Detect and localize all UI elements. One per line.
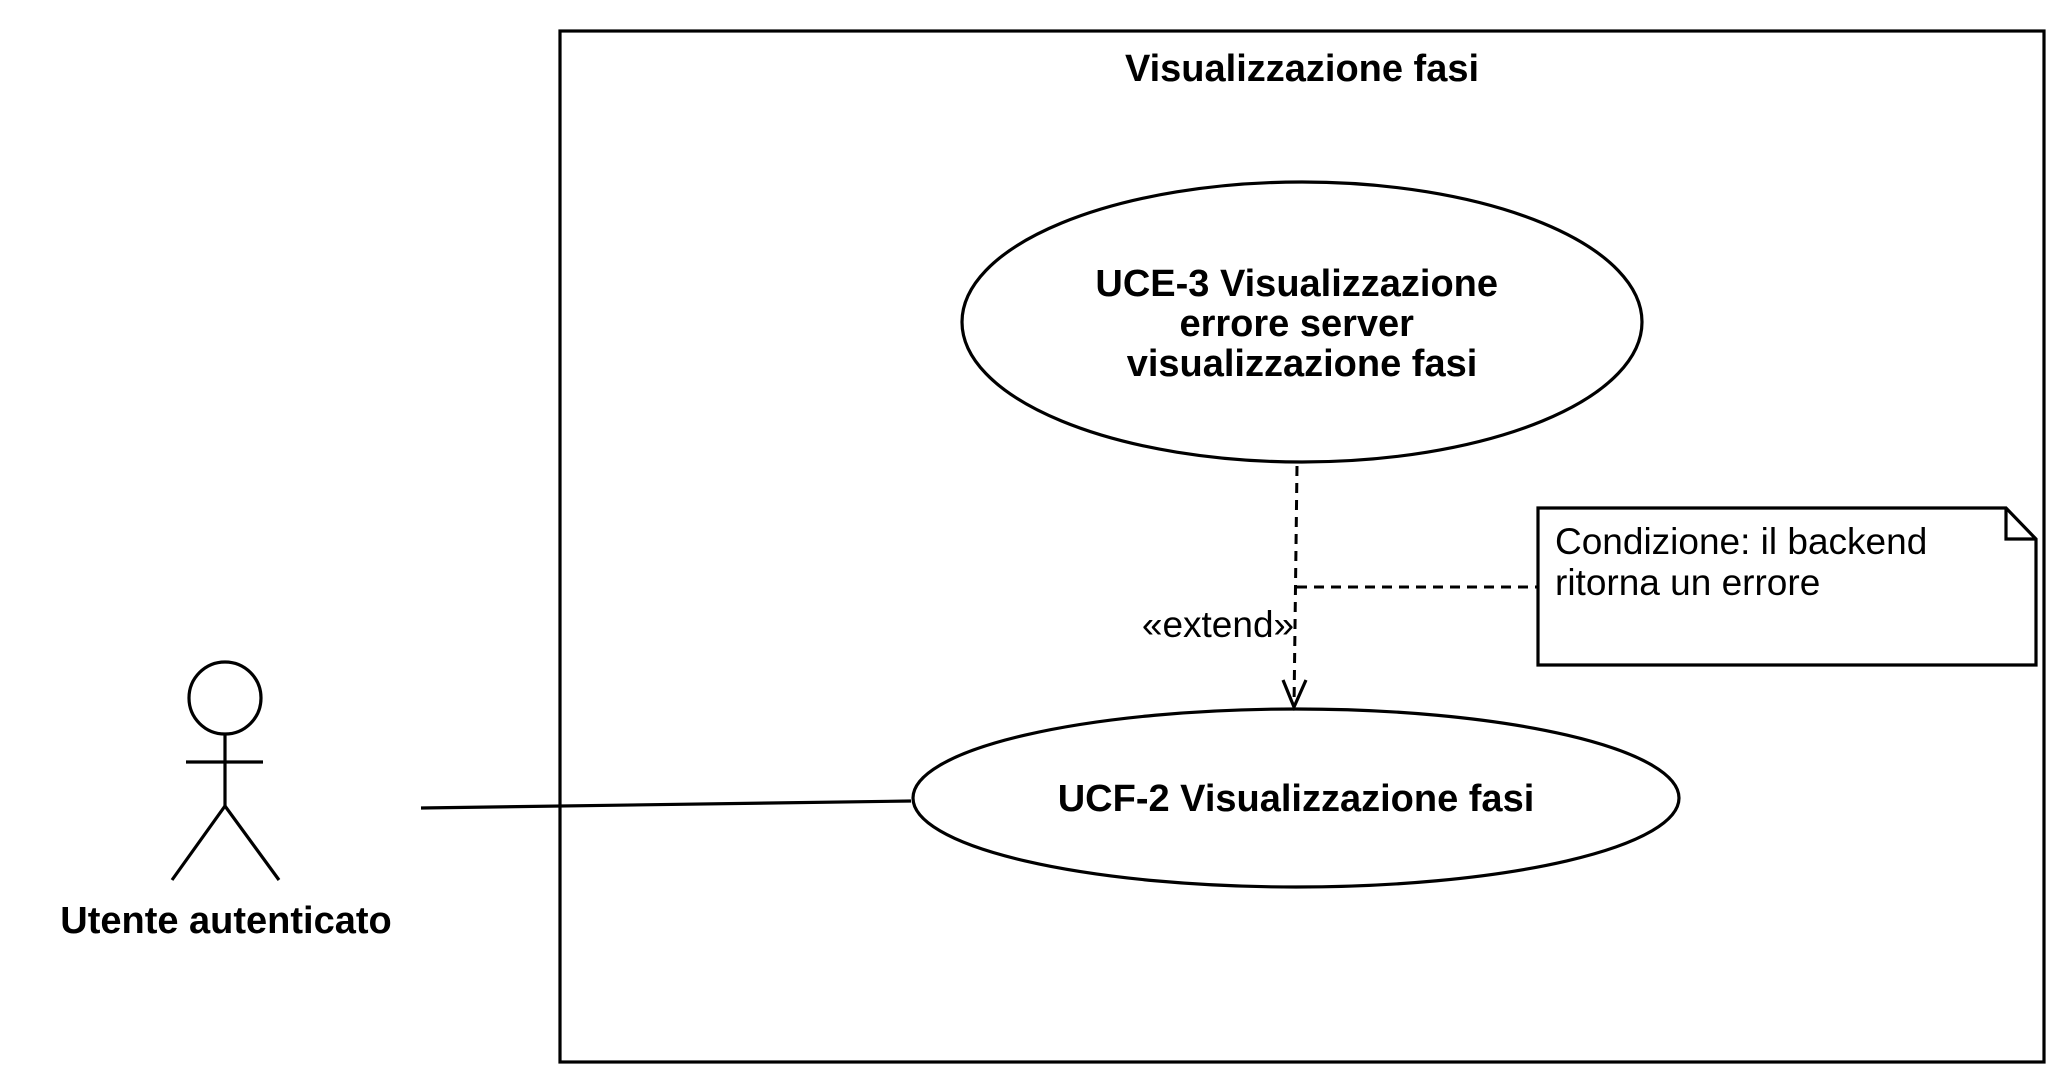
actor-legs bbox=[170, 803, 281, 881]
extend-arrowhead bbox=[1281, 679, 1308, 712]
use-case-uce3 bbox=[960, 180, 1644, 464]
extend-stereotype: «extend» bbox=[1142, 604, 1294, 645]
use-case-uce3-label: UCE-3 Visualizzazione errore server visu… bbox=[1095, 263, 1508, 385]
actor-name: Utente autenticato bbox=[60, 900, 391, 942]
association-line bbox=[420, 799, 912, 810]
use-case-uce3-line-3: visualizzazione fasi bbox=[1127, 343, 1478, 385]
extend-relation-line bbox=[1292, 465, 1299, 708]
use-case-uce3-line-1: UCE-3 Visualizzazione bbox=[1095, 263, 1498, 305]
use-case-uce3-line-2: errore server bbox=[1179, 303, 1414, 345]
note-box bbox=[1536, 506, 2038, 667]
note-line-1: Condizione: il backend bbox=[1555, 521, 1927, 562]
note-text: Condizione: il backend ritorna un errore bbox=[1555, 521, 1938, 603]
system-title: Visualizzazione fasi bbox=[1125, 48, 1479, 90]
note-folded-corner bbox=[2004, 508, 2036, 541]
use-case-ucf2-label: UCF-2 Visualizzazione fasi bbox=[1058, 778, 1535, 820]
note-line-2: ritorna un errore bbox=[1555, 562, 1820, 603]
system-boundary bbox=[558, 29, 2046, 1064]
actor-figure bbox=[170, 660, 281, 881]
actor-head bbox=[187, 660, 263, 736]
use-case-ucf2 bbox=[911, 707, 1681, 889]
